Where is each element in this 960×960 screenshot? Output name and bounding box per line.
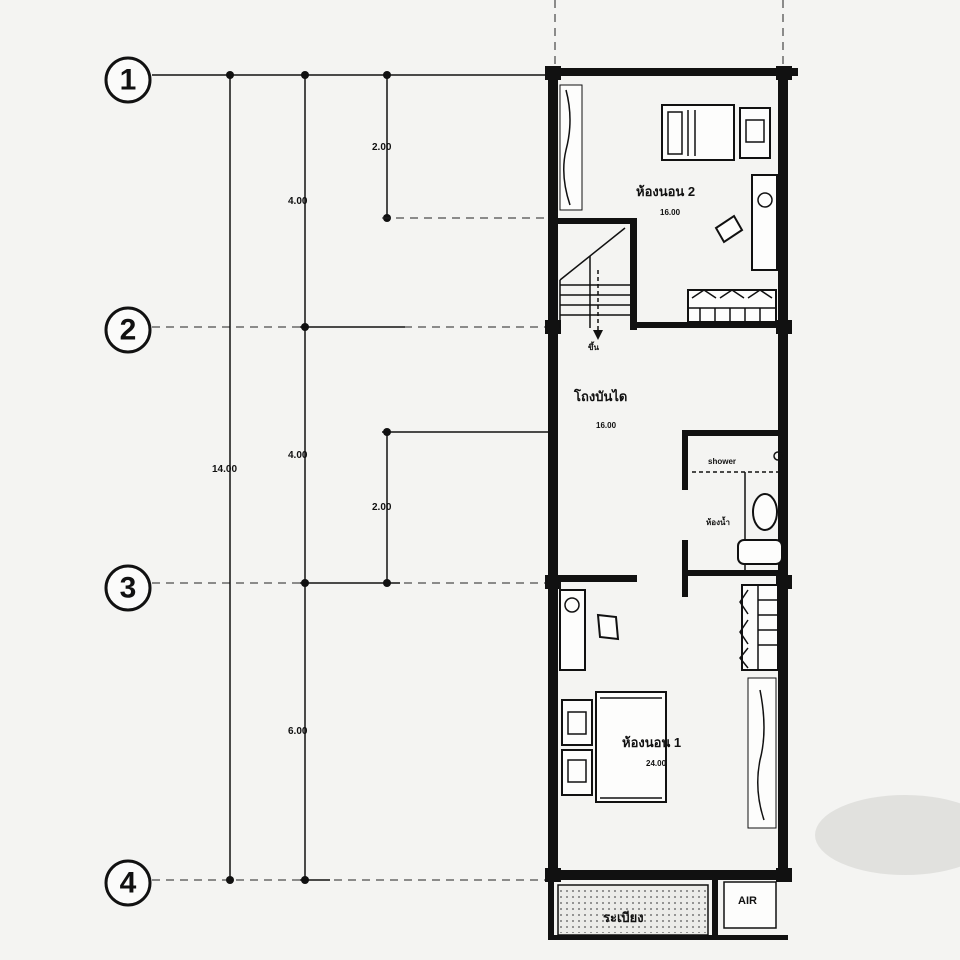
dimension-3-4-label: 6.00 bbox=[288, 726, 308, 737]
sink-icon bbox=[737, 539, 783, 565]
desk-icon bbox=[559, 589, 586, 671]
stair-hall: โถงบันได 16.00 bbox=[573, 388, 627, 430]
wardrobe-icon bbox=[687, 289, 777, 323]
bedroom-1: ห้องนอน 1 24.00 bbox=[559, 584, 779, 829]
dimension-2-3-label: 4.00 bbox=[288, 450, 308, 461]
lamp-icon bbox=[564, 597, 580, 613]
balcony-label: ระเบียง bbox=[603, 910, 644, 925]
dimension-sub-top-label: 2.00 bbox=[372, 142, 392, 153]
dimension-sub-mid-label: 2.00 bbox=[372, 502, 392, 513]
dimension-sub-mid: 2.00 bbox=[372, 428, 548, 587]
svg-text:2: 2 bbox=[120, 314, 137, 347]
dimension-overall: 14.00 bbox=[212, 71, 237, 884]
stair: ขึ้น bbox=[559, 227, 630, 352]
dimension-1-2-label: 4.00 bbox=[288, 196, 308, 207]
dimension-sub-top: 2.00 bbox=[372, 71, 548, 222]
stair-label: ขึ้น bbox=[588, 341, 599, 352]
svg-text:4: 4 bbox=[120, 867, 137, 900]
grid-bubble-1: 1 bbox=[104, 56, 152, 104]
bed-icon bbox=[595, 691, 667, 803]
balcony: ระเบียง bbox=[557, 884, 709, 936]
dimension-overall-label: 14.00 bbox=[212, 464, 237, 475]
grid-bubble-4: 4 bbox=[104, 859, 152, 907]
air-label: AIR bbox=[738, 895, 757, 907]
bedroom-2-area: 16.00 bbox=[660, 208, 681, 217]
bedroom-2: ห้องนอน 2 16.00 bbox=[636, 104, 778, 323]
grid-bubble-2: 2 bbox=[104, 306, 152, 354]
toilet-icon bbox=[752, 493, 778, 531]
grid-bubble-3: 3 bbox=[104, 564, 152, 612]
shower-head-icon bbox=[773, 451, 783, 461]
bedroom-1-area: 24.00 bbox=[646, 759, 667, 768]
svg-text:3: 3 bbox=[120, 572, 137, 605]
nightstand-icon bbox=[739, 107, 771, 159]
window-left-top bbox=[559, 84, 583, 211]
svg-text:1: 1 bbox=[120, 64, 137, 97]
dimension-segments: 4.00 4.00 6.00 bbox=[288, 71, 405, 884]
wardrobe-icon bbox=[739, 584, 779, 671]
bedroom-2-label: ห้องนอน 2 bbox=[636, 184, 695, 199]
internal-walls bbox=[548, 218, 788, 940]
desk-icon bbox=[751, 174, 778, 271]
arrow-down-icon bbox=[593, 330, 603, 340]
shower-label: shower bbox=[708, 457, 736, 466]
chair-icon bbox=[596, 613, 620, 641]
bed-icon bbox=[661, 104, 735, 161]
scan-smudge bbox=[815, 795, 960, 875]
bedroom-1-label: ห้องนอน 1 bbox=[622, 735, 681, 750]
chair-icon bbox=[714, 214, 744, 244]
air-unit: AIR bbox=[723, 881, 777, 929]
bathroom: shower ห้องน้ำ bbox=[692, 451, 783, 570]
lamp-icon bbox=[757, 192, 773, 208]
hall-label: โถงบันได bbox=[573, 388, 627, 404]
nightstand-icon bbox=[561, 699, 593, 796]
toilet-label: ห้องน้ำ bbox=[706, 516, 730, 527]
hall-area: 16.00 bbox=[596, 421, 617, 430]
